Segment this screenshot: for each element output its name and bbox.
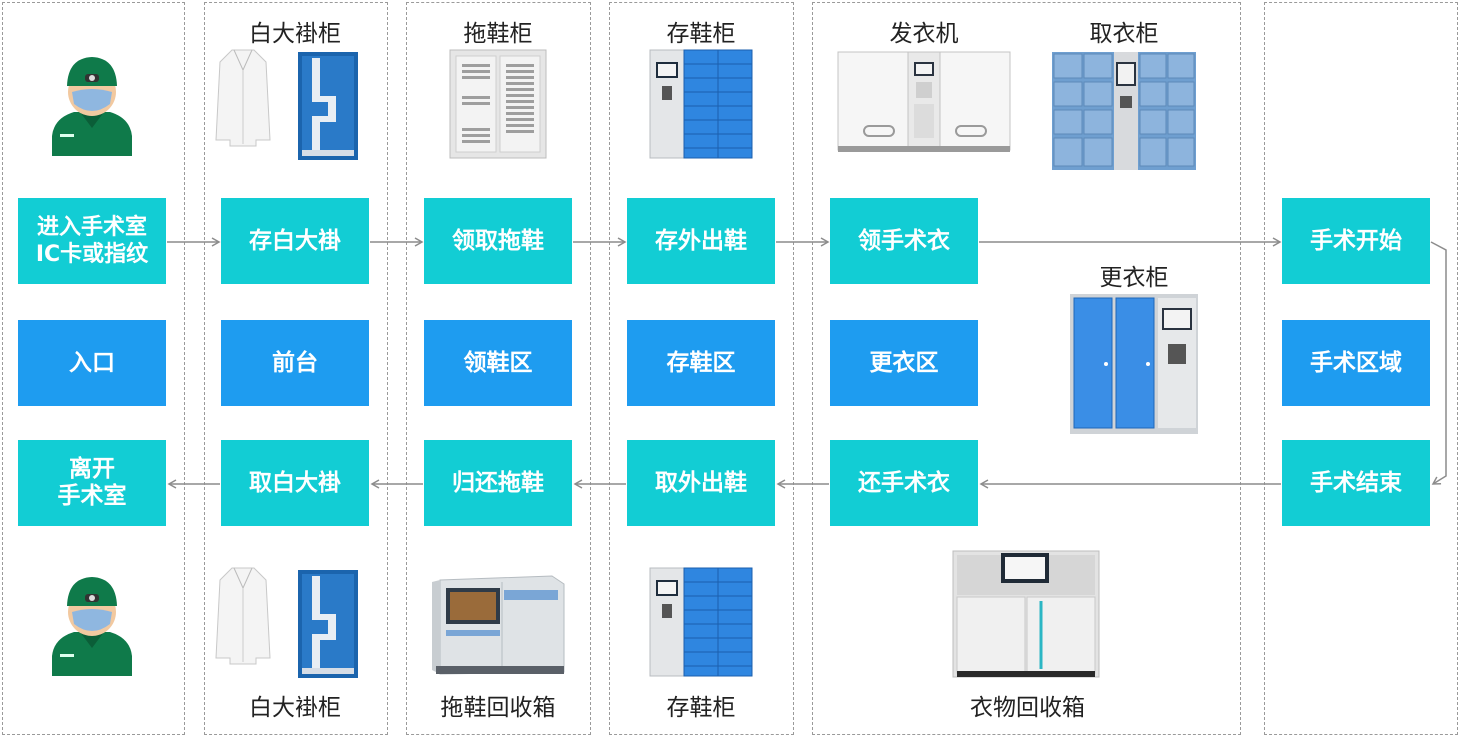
step-return-slippers: 归还拖鞋 <box>424 440 572 526</box>
label-white-coat-cabinet-top: 白大褂柜 <box>249 21 341 47</box>
label-shoe-cabinet-top: 存鞋柜 <box>666 21 736 47</box>
column-entrance <box>2 2 185 735</box>
white-coat-icon <box>215 49 271 147</box>
arrow-right-turn <box>1430 241 1447 485</box>
step-get-gown: 领手术衣 <box>830 198 978 284</box>
column-slipper <box>406 2 591 735</box>
slipper-recycle-icon <box>432 575 565 675</box>
coat-locker-icon <box>298 52 358 160</box>
label-dispenser: 发衣机 <box>889 21 959 47</box>
zone-changing-area: 更衣区 <box>830 320 978 406</box>
white-coat-icon <box>215 567 271 665</box>
step-take-white-coat: 取白大褂 <box>221 440 369 526</box>
step-store-white-coat: 存白大褂 <box>221 198 369 284</box>
label-shoe-cabinet-bottom: 存鞋柜 <box>666 695 736 721</box>
surgeon-icon <box>52 57 132 156</box>
zone-front-desk: 前台 <box>221 320 369 406</box>
slipper-cabinet-icon <box>449 49 547 159</box>
label-locker: 更衣柜 <box>1099 265 1169 291</box>
changing-locker-icon <box>1070 294 1198 434</box>
label-slipper-cabinet: 拖鞋柜 <box>463 21 533 47</box>
step-store-shoes: 存外出鞋 <box>627 198 775 284</box>
label-white-coat-cabinet-bottom: 白大褂柜 <box>249 695 341 721</box>
clothes-recycle-icon <box>952 550 1100 678</box>
step-take-shoes: 取外出鞋 <box>627 440 775 526</box>
pickup-cabinet-icon <box>1052 52 1196 170</box>
gown-dispenser-icon <box>837 51 1011 152</box>
coat-locker-icon <box>298 570 358 678</box>
column-front-desk <box>204 2 388 735</box>
step-surgery-end: 手术结束 <box>1282 440 1430 526</box>
shoe-locker-icon <box>649 49 753 159</box>
step-return-gown: 还手术衣 <box>830 440 978 526</box>
step-surgery-start: 手术开始 <box>1282 198 1430 284</box>
step-get-slippers: 领取拖鞋 <box>424 198 572 284</box>
label-slipper-recycle: 拖鞋回收箱 <box>440 695 556 721</box>
step-leave-room: 离开 手术室 <box>18 440 166 526</box>
label-pickup-cabinet: 取衣柜 <box>1089 21 1159 47</box>
label-clothes-recycle: 衣物回收箱 <box>970 695 1085 721</box>
surgeon-icon <box>52 577 132 676</box>
shoe-locker-icon <box>649 567 753 677</box>
column-changing <box>812 2 1241 735</box>
zone-shoe-area: 存鞋区 <box>627 320 775 406</box>
step-enter-room: 进入手术室 IC卡或指纹 <box>18 198 166 284</box>
column-shoe <box>609 2 794 735</box>
zone-entrance: 入口 <box>18 320 166 406</box>
column-surgery <box>1264 2 1458 735</box>
zone-surgery-area: 手术区域 <box>1282 320 1430 406</box>
zone-slipper-area: 领鞋区 <box>424 320 572 406</box>
